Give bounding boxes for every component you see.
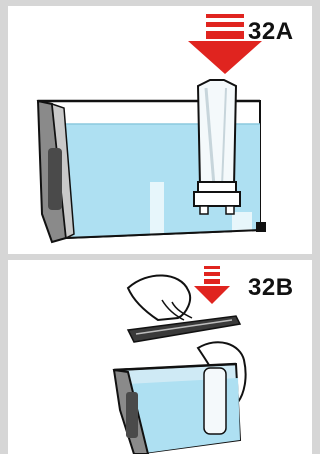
step-32a-panel: 32A	[8, 6, 312, 254]
lid-down-arrow-icon	[194, 266, 230, 304]
water-filter-cartridge	[194, 80, 240, 214]
hand-holding-lid	[128, 275, 192, 320]
step-label-32a: 32A	[248, 18, 294, 46]
water-tank	[114, 364, 240, 454]
step-label-32b: 32B	[248, 274, 294, 302]
step-32b-panel: 32B	[8, 260, 312, 454]
